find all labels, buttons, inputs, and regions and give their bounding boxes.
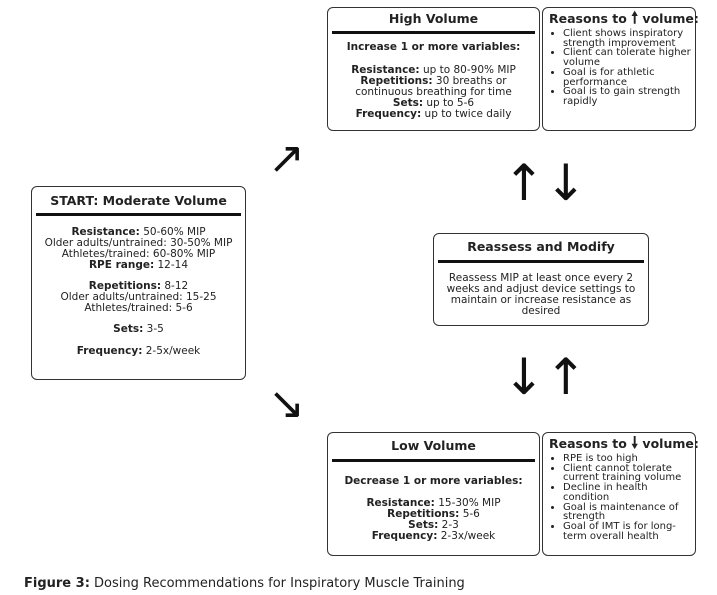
low-volume-content: Decrease 1 or more variables: Resistance… [328,476,539,542]
low-volume-title: Low Volume [391,438,476,453]
reasons-down-title: Reasons to 🠗 volume: [549,433,699,452]
start-title: START: Moderate Volume [50,193,227,208]
up-arrow-icon: 🠕 [631,8,639,27]
reasons-up-box: Reasons to 🠕 volume: Client shows inspir… [542,7,699,131]
list-item: Decline in health condition [563,483,691,503]
list-item: Goal is maintenance of strength [563,502,691,522]
list-item: Goal is to gain strength rapidly [563,87,691,107]
start-sets: Sets: 3-5 [113,323,164,335]
start-rule [36,213,241,216]
arrow-up-right-icon: ↗ [268,133,305,184]
list-item: Client cannot tolerate current training … [563,463,691,483]
low-sets: Sets: 2-3 [408,519,459,531]
start-resistance: Resistance: 50-60% MIP [71,226,206,238]
high-reps-line2: continuous breathing for time [355,86,512,98]
high-frequency: Frequency: up to twice daily [355,108,512,120]
list-item: Client shows inspiratory strength improv… [563,28,691,48]
up-down-arrows-icon: ↑↓ [503,154,587,212]
start-reps-older: Older adults/untrained: 15-25 [60,291,217,303]
list-item: Client can tolerate higher volume [563,48,691,68]
reasons-up-title: Reasons to 🠕 volume: [549,8,699,27]
start-reps-athletes: Athletes/trained: 5-6 [84,302,193,314]
start-reps: Repetitions: 8-12 [88,280,189,292]
low-volume-subtitle: Decrease 1 or more variables: [344,475,523,487]
figure-caption: Figure 3: Dosing Recommendations for Ins… [24,576,465,591]
high-volume-subtitle: Increase 1 or more variables: [346,41,521,53]
start-content: Resistance: 50-60% MIP Older adults/untr… [32,227,245,357]
start-resistance-athletes: Athletes/trained: 60-80% MIP [61,248,216,260]
list-item: Goal is for athletic performance [563,67,691,87]
low-volume-rule [332,459,535,462]
reassess-title: Reassess and Modify [467,239,615,254]
figure-label: Figure 3: [24,576,90,591]
reassess-box: Reassess and Modify Reassess MIP at leas… [433,233,649,326]
arrow-down-right-icon: ↘ [268,378,305,429]
start-resistance-older: Older adults/untrained: 30-50% MIP [44,237,233,249]
low-frequency: Frequency: 2-3x/week [371,530,496,542]
high-resistance: Resistance: up to 80-90% MIP [351,64,516,76]
start-rpe: RPE range: 12-14 [88,259,189,271]
reasons-down-box: Reasons to 🠗 volume: RPE is too high Cli… [542,432,699,556]
high-volume-title: High Volume [388,11,479,26]
figure-caption-text: Dosing Recommendations for Inspiratory M… [89,576,465,591]
down-up-arrows-icon: ↓↑ [503,348,587,406]
high-volume-box: High Volume Increase 1 or more variables… [327,7,540,131]
reassess-body: Reassess MIP at least once every 2 weeks… [446,272,636,317]
reasons-up-list: Client shows inspiratory strength improv… [543,28,695,107]
list-item: RPE is too high [563,454,691,464]
high-reps: Repetitions: 30 breaths or [360,75,507,87]
low-reps: Repetitions: 5-6 [387,508,480,520]
high-sets: Sets: up to 5-6 [392,97,475,109]
high-volume-rule [332,31,535,34]
high-volume-content: Increase 1 or more variables: Resistance… [328,42,539,120]
list-item: Goal of IMT is for long-term overall hea… [563,521,691,541]
start-box: START: Moderate Volume Resistance: 50-60… [31,186,246,380]
low-resistance: Resistance: 15-30% MIP [366,497,501,509]
reassess-rule [438,260,644,263]
low-volume-box: Low Volume Decrease 1 or more variables:… [327,432,540,556]
down-arrow-icon: 🠗 [631,433,639,452]
reasons-down-list: RPE is too high Client cannot tolerate c… [543,454,695,542]
start-frequency: Frequency: 2-5x/week [76,345,201,357]
